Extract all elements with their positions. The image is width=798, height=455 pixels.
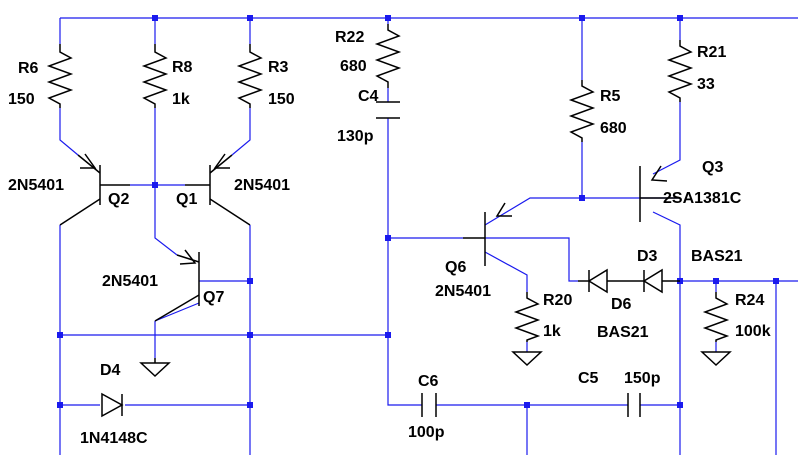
resistor-r8: R8 1k	[141, 44, 193, 108]
q1-model: 2N5401	[234, 177, 290, 194]
r5-value: 680	[600, 120, 627, 137]
resistor-r24: R24 100k	[702, 292, 771, 342]
q3-ref: Q3	[702, 159, 723, 176]
resistor-r20: R20 1k	[513, 292, 572, 342]
c4-value: 130p	[337, 128, 374, 145]
d3-ref: D3	[637, 248, 658, 265]
r8-value: 1k	[172, 91, 190, 108]
capacitor-c4: C4 130p	[337, 88, 400, 145]
q7-model: 2N5401	[102, 273, 158, 290]
c5-ref: C5	[578, 370, 599, 387]
resistor-r21: R21 33	[666, 40, 726, 102]
r20-value: 1k	[543, 323, 561, 340]
resistor-r5: R5 680	[568, 80, 627, 142]
r21-value: 33	[697, 76, 715, 93]
capacitor-c6: C6 100p	[408, 373, 445, 441]
r5-ref: R5	[600, 88, 621, 105]
transistor-q1: Q1 2N5401	[176, 153, 290, 226]
c5-value: 150p	[624, 370, 661, 387]
ground-symbols	[139, 351, 732, 378]
r24-value: 100k	[735, 323, 771, 340]
d6-ref: D6	[611, 296, 632, 313]
r3-value: 150	[268, 91, 295, 108]
q2-model: 2N5401	[8, 177, 64, 194]
r3-ref: R3	[268, 59, 289, 76]
transistor-q2: Q2 2N5401	[8, 153, 130, 226]
c6-ref: C6	[418, 373, 439, 390]
r21-ref: R21	[697, 44, 726, 61]
q7-ref: Q7	[203, 289, 224, 306]
d4-ref: D4	[100, 362, 121, 379]
q6-ref: Q6	[445, 259, 466, 276]
c4-ref: C4	[358, 88, 379, 105]
r8-ref: R8	[172, 59, 193, 76]
c6-value: 100p	[408, 424, 445, 441]
r6-ref: R6	[18, 60, 39, 77]
r22-ref: R22	[335, 29, 364, 46]
q1-ref: Q1	[176, 191, 197, 208]
transistor-q6: Q6 2N5401	[435, 202, 512, 300]
resistor-r6: R6 150	[8, 44, 74, 108]
r6-value: 150	[8, 91, 35, 108]
ground-q7	[139, 362, 171, 378]
d6-model: BAS21	[597, 324, 649, 341]
d3-model: BAS21	[691, 248, 743, 265]
diode-d4: D4 1N4148C	[80, 362, 148, 447]
r20-ref: R20	[543, 292, 572, 309]
transistor-q3: Q3 2SA1381C	[639, 159, 742, 222]
q6-model: 2N5401	[435, 283, 491, 300]
diode-d3: D3 BAS21	[630, 248, 743, 294]
r24-ref: R24	[735, 292, 764, 309]
ground-r20	[511, 351, 543, 367]
r22-value: 680	[340, 58, 367, 75]
resistor-r22: R22 680	[335, 24, 402, 88]
resistor-r3: R3 150	[236, 44, 295, 108]
q2-ref: Q2	[108, 191, 129, 208]
diode-d6: D6 BAS21	[578, 268, 649, 341]
ground-r24	[700, 351, 732, 367]
capacitor-c5: C5 150p	[578, 370, 661, 417]
q3-model: 2SA1381C	[663, 190, 742, 207]
transistor-q7: Q7 2N5401	[102, 249, 224, 322]
d4-model: 1N4148C	[80, 430, 148, 447]
